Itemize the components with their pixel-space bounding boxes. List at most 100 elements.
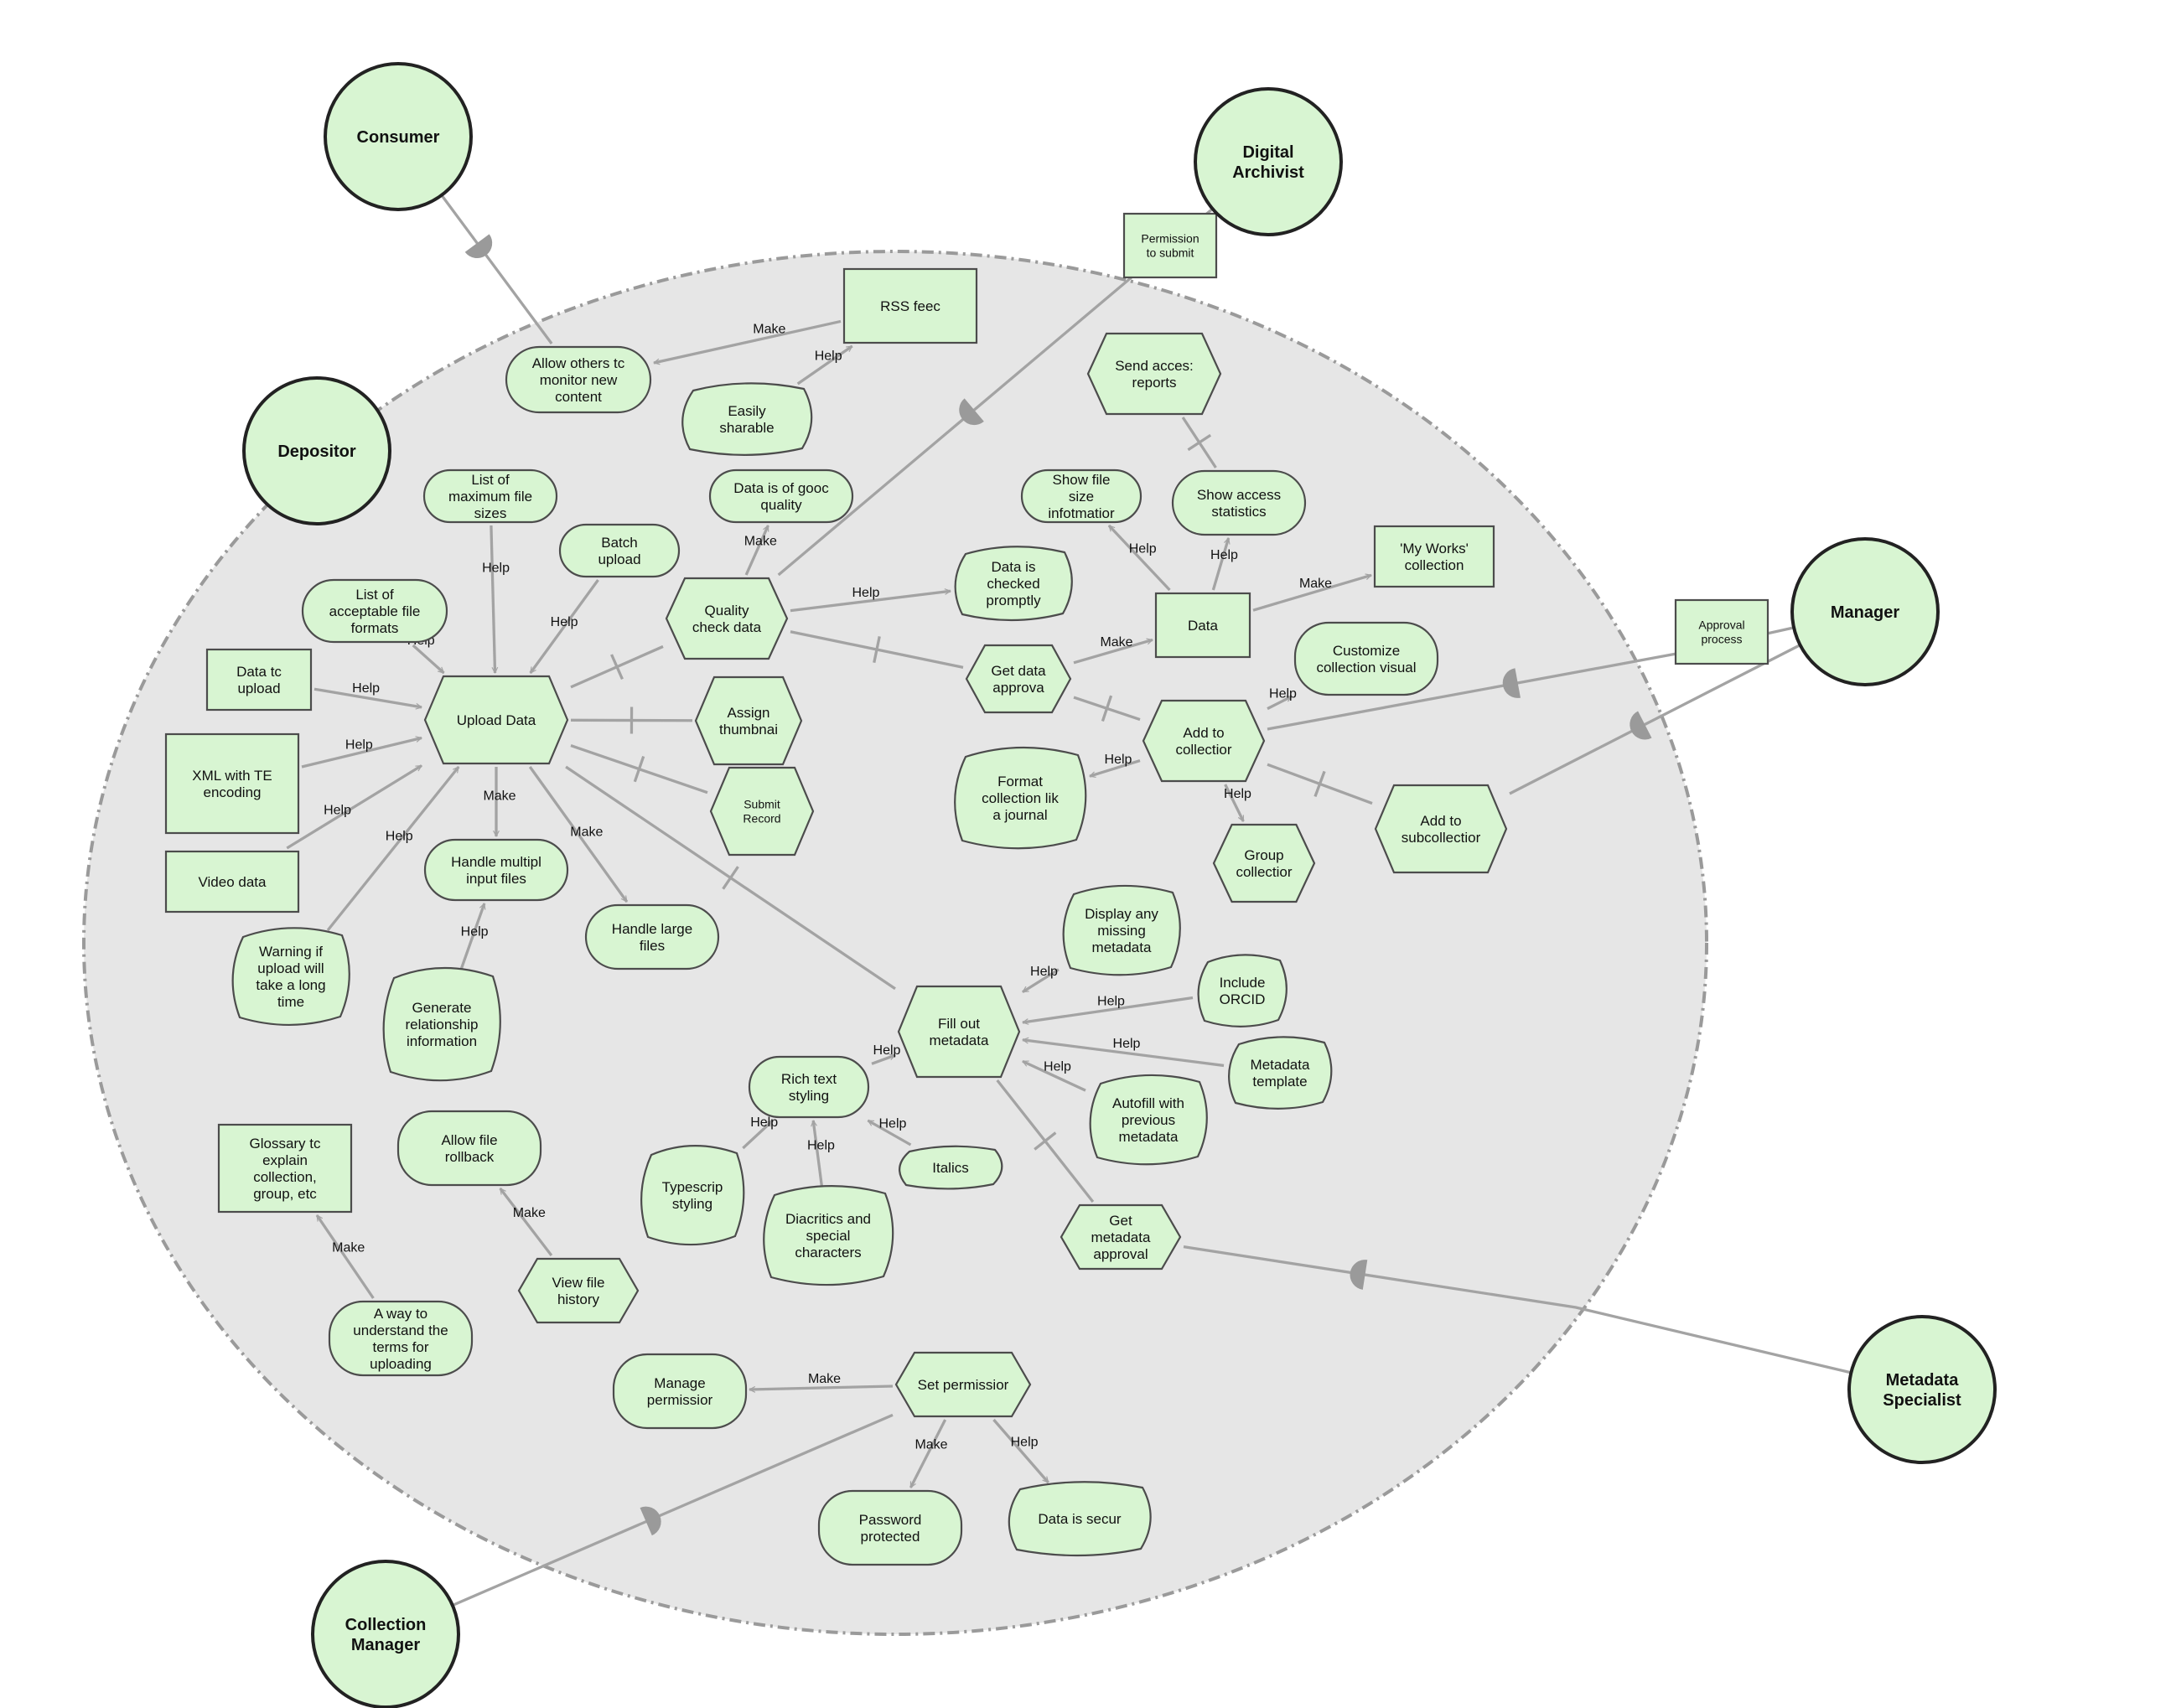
node-label: acceptable file xyxy=(329,603,421,619)
dep-link xyxy=(996,1079,1095,1203)
node-label: time xyxy=(277,994,304,1010)
dependency-bar xyxy=(722,866,739,890)
softgoal-cloud xyxy=(1008,1481,1152,1557)
softgoal-cloud xyxy=(954,746,1087,850)
softgoal-data-secure[interactable]: Data is secur xyxy=(1008,1481,1152,1557)
node-label: Rich text xyxy=(781,1071,837,1087)
help-label: Help xyxy=(873,1043,901,1058)
actor-manager[interactable]: Manager xyxy=(1790,537,1940,686)
node-label: promptly xyxy=(986,593,1041,608)
actor-label: Archivist xyxy=(1232,163,1304,182)
help-link: Help xyxy=(326,765,460,932)
help-link: Help xyxy=(529,579,599,673)
node-label: Video data xyxy=(199,874,267,890)
dep-link xyxy=(565,765,896,991)
softgoal-italics[interactable]: Italics xyxy=(899,1145,1003,1190)
make-label: Make xyxy=(570,826,603,840)
softgoal-cloud xyxy=(1062,884,1181,976)
resource-video-data[interactable]: Video data xyxy=(164,850,300,914)
softgoal-cloud xyxy=(640,1145,745,1246)
node-label: monitor new xyxy=(540,372,618,388)
help-label: Help xyxy=(1105,753,1132,767)
node-label: Show access xyxy=(1197,487,1281,503)
task-set-permissions[interactable]: Set permissior xyxy=(894,1351,1032,1418)
help-label: Help xyxy=(807,1139,835,1153)
goal-rounded xyxy=(1020,468,1142,524)
node-label: missing xyxy=(1097,923,1146,939)
resource-my-works[interactable]: 'My Works'collection xyxy=(1373,525,1495,588)
node-label: group, etc xyxy=(253,1186,317,1202)
help-link: Help xyxy=(868,1117,912,1146)
resource-box xyxy=(1154,592,1251,659)
node-label: Generate xyxy=(412,1000,472,1016)
actor-consumer[interactable]: Consumer xyxy=(324,62,473,211)
make-link: Make xyxy=(749,1372,894,1390)
node-label: List of xyxy=(471,472,510,488)
help-link: Help xyxy=(301,738,422,769)
dependency-d-mark xyxy=(464,234,493,259)
softgoal-cloud xyxy=(231,927,350,1027)
node-label: checked xyxy=(987,576,1039,592)
task-upload-data[interactable]: Upload Data xyxy=(423,675,569,765)
task-send-access-reports[interactable]: Send acces:reports xyxy=(1086,332,1222,416)
node-label: files xyxy=(640,938,665,954)
actor-depositor[interactable]: Depositor xyxy=(242,376,391,525)
node-label: statistics xyxy=(1211,504,1266,520)
dep-link xyxy=(570,644,664,689)
resource-rss-feed[interactable]: RSS feec xyxy=(842,267,978,344)
actor-label: Collection xyxy=(345,1616,427,1634)
node-label: Data is xyxy=(992,559,1036,575)
goal-rounded xyxy=(748,1055,870,1119)
help-label: Help xyxy=(324,804,351,818)
task-hexagon xyxy=(1212,823,1316,903)
node-label: Upload Data xyxy=(457,712,536,728)
node-label: XML with TE xyxy=(192,768,272,784)
resource-data[interactable]: Data xyxy=(1154,592,1251,659)
node-label: Quality xyxy=(705,603,749,619)
